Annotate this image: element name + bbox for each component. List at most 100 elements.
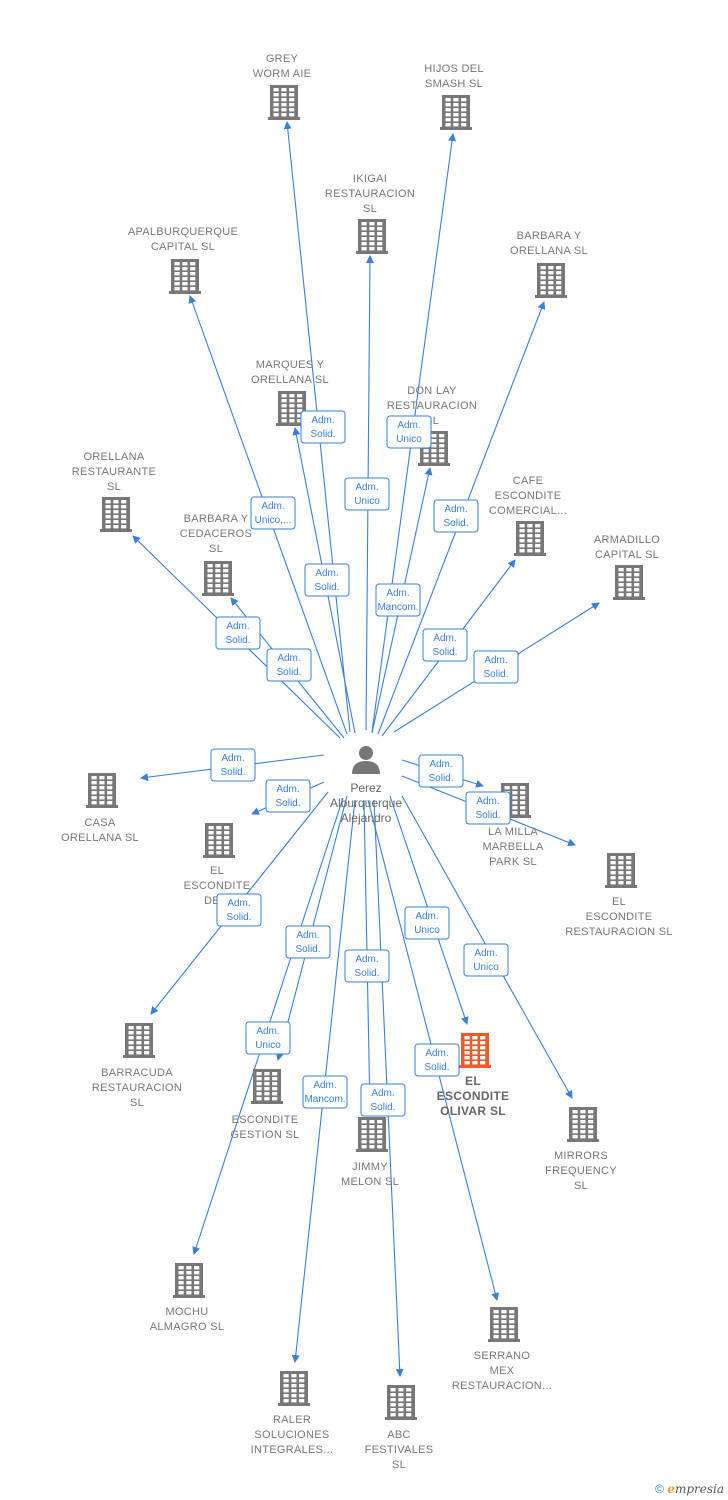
role-badge-box bbox=[266, 648, 312, 682]
role-badge-el-escondite-restauracion[interactable]: Adm.Solid. bbox=[465, 791, 511, 825]
role-badge-barbara-cedaceros[interactable]: Adm.Solid. bbox=[266, 648, 312, 682]
company-node-el-escondite-de[interactable]: ELESCONDITEDE... bbox=[184, 823, 251, 907]
company-label-line: ABC bbox=[387, 1429, 411, 1441]
role-badge-la-milla[interactable]: Adm. Solid. bbox=[418, 754, 464, 788]
role-badge-text: Solid. bbox=[226, 912, 251, 923]
role-badge-box bbox=[245, 1021, 291, 1055]
role-badge-ikigai[interactable]: Adm. Unico bbox=[344, 477, 390, 511]
role-badge-text: Unico bbox=[396, 434, 422, 445]
role-badge-el-escondite-olivar[interactable]: Adm.Unico bbox=[404, 906, 450, 940]
role-badge-don-lay[interactable]: Adm.Mancom. bbox=[375, 583, 421, 617]
role-badge-text: Adm. bbox=[474, 948, 497, 959]
role-badge-text: Adm. bbox=[484, 655, 507, 666]
role-badge-text: Adm. bbox=[371, 1088, 394, 1099]
company-label-line: PARK SL bbox=[489, 856, 537, 868]
role-badge-text: Solid. bbox=[276, 667, 301, 678]
role-badge-barracuda[interactable]: Adm.Solid. bbox=[216, 893, 262, 927]
building-icon bbox=[514, 521, 546, 556]
brand-footer[interactable]: © empresia bbox=[655, 1482, 724, 1496]
role-badge-box bbox=[473, 650, 519, 684]
company-label-line: BARBARA Y bbox=[517, 230, 582, 242]
company-label-line: SMASH SL bbox=[425, 78, 483, 90]
company-node-apalburquerque[interactable]: APALBURQUERQUE CAPITAL SL bbox=[128, 226, 238, 294]
role-badge-marques-orellana[interactable]: Adm.Solid. bbox=[304, 563, 350, 597]
role-badge-abc-festivales[interactable]: Adm.Solid. bbox=[360, 1083, 406, 1117]
role-badge-casa-orellana[interactable]: Adm.Solid. bbox=[210, 748, 256, 782]
role-badge-text: Adm. bbox=[355, 482, 378, 493]
company-label-line: COMERCIAL... bbox=[489, 505, 567, 517]
role-badge-el-escondite-de[interactable]: Adm.Solid. bbox=[265, 779, 311, 813]
role-badge-text: Unico bbox=[354, 496, 380, 507]
company-label-line: CAPITAL SL bbox=[151, 241, 215, 253]
role-badge-mirrors[interactable]: Adm. Unico bbox=[463, 943, 509, 977]
role-badge-text: Solid. bbox=[475, 810, 500, 821]
role-badge-barbara-orellana[interactable]: Adm.Solid. bbox=[433, 499, 479, 533]
role-badge-armadillo[interactable]: Adm.Solid. bbox=[473, 650, 519, 684]
role-badge-jimmy-melon[interactable]: Adm.Solid. bbox=[344, 949, 390, 983]
building-icon bbox=[567, 1107, 599, 1142]
company-label-line: GREY bbox=[266, 53, 299, 65]
role-badge-text: Solid. bbox=[428, 773, 453, 784]
company-label-line: MEX bbox=[490, 1365, 515, 1377]
role-badge-text: Solid. bbox=[275, 798, 300, 809]
copyright-symbol: © bbox=[655, 1482, 664, 1496]
company-label-line: ESCONDITE bbox=[184, 880, 251, 892]
company-label-line: IKIGAI bbox=[353, 173, 387, 185]
company-label-line: EL bbox=[210, 865, 224, 877]
role-badge-box bbox=[360, 1083, 406, 1117]
company-label-line: ESCONDITE bbox=[495, 490, 562, 502]
role-badge-box bbox=[344, 477, 390, 511]
role-badge-escondite-gestion[interactable]: Adm.Solid. bbox=[285, 925, 331, 959]
role-badge-hijos-del-smash[interactable]: Adm. Unico bbox=[386, 415, 432, 449]
company-label-line: FESTIVALES bbox=[365, 1444, 434, 1456]
role-badge-box bbox=[265, 779, 311, 813]
role-badge-grey-worm[interactable]: Adm.Solid. bbox=[300, 410, 346, 444]
building-icon bbox=[86, 773, 118, 808]
role-badge-mochu[interactable]: Adm.Unico bbox=[245, 1021, 291, 1055]
role-badge-serrano-mex[interactable]: Adm.Solid. bbox=[414, 1043, 460, 1077]
building-icon bbox=[356, 219, 388, 254]
building-icon bbox=[385, 1385, 417, 1420]
company-node-cafe-escondite[interactable]: CAFEESCONDITECOMERCIAL... bbox=[489, 475, 567, 556]
company-label-line: SL bbox=[574, 1180, 588, 1192]
role-badge-orellana-restaurante[interactable]: Adm.Solid. bbox=[215, 616, 261, 650]
role-badge-box bbox=[422, 628, 468, 662]
role-badge-text: Adm. bbox=[397, 420, 420, 431]
role-badge-cafe-escondite[interactable]: Adm.Solid. bbox=[422, 628, 468, 662]
role-badge-text: Unico bbox=[473, 962, 499, 973]
company-label-line: APALBURQUERQUE bbox=[128, 226, 238, 238]
company-label-line: BARBARA Y bbox=[184, 513, 249, 525]
role-badge-text: Unico,... bbox=[255, 515, 292, 526]
company-node-serrano-mex[interactable]: SERRANOMEXRESTAURACION... bbox=[452, 1307, 552, 1392]
role-badge-apalburquerque[interactable]: Adm.Unico,... bbox=[250, 496, 296, 530]
role-badge-box bbox=[344, 949, 390, 983]
role-badge-box bbox=[463, 943, 509, 977]
role-badge-raler[interactable]: Adm.Mancom. bbox=[302, 1075, 348, 1109]
company-node-raler[interactable]: RALERSOLUCIONESINTEGRALES... bbox=[251, 1371, 334, 1456]
role-badge-box bbox=[304, 563, 350, 597]
company-label-line: ORELLANA SL bbox=[61, 832, 139, 844]
role-badge-text: Adm. bbox=[429, 759, 452, 770]
person-name-line: Alejandro bbox=[341, 811, 392, 825]
building-icon bbox=[605, 853, 637, 888]
person-name-line: Perez bbox=[350, 781, 381, 795]
